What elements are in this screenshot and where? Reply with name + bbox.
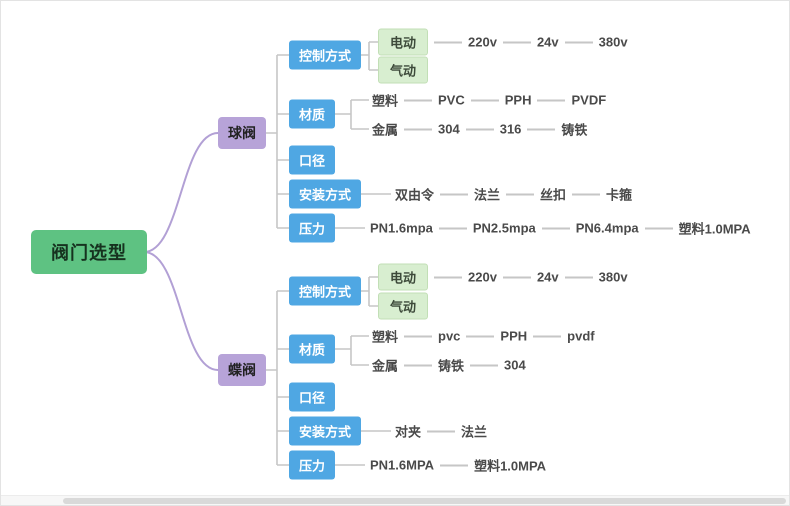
category-installation[interactable]: 安装方式 xyxy=(289,416,362,446)
leaf-node[interactable]: 塑料1.0MPA xyxy=(678,221,751,237)
leaf-node[interactable]: pvc xyxy=(438,328,461,344)
branch-butterfly-valve[interactable]: 蝶阀 xyxy=(218,354,266,386)
leaf-node[interactable]: 法兰 xyxy=(474,187,501,203)
node-metal[interactable]: 金属 xyxy=(372,122,399,138)
connector-line xyxy=(502,41,531,43)
connector-line xyxy=(564,41,593,43)
leaf-node[interactable]: PN1.6MPA xyxy=(370,457,435,473)
leaf-node[interactable]: PVC xyxy=(438,92,465,108)
connector-line xyxy=(465,128,494,130)
leaf-node[interactable]: pvdf xyxy=(567,328,595,344)
leaf-node[interactable]: 316 xyxy=(499,121,522,137)
leaf-node[interactable]: 220v xyxy=(468,34,497,50)
connector-line xyxy=(404,99,433,101)
leaf-node[interactable]: PVDF xyxy=(571,92,607,108)
chain-row: 塑料 PVC PPH PVDF xyxy=(372,91,606,110)
category-installation[interactable]: 安装方式 xyxy=(289,179,362,209)
leaf-node[interactable]: 塑料1.0MPA xyxy=(474,458,547,474)
connector-line xyxy=(434,41,463,43)
leaf-node[interactable]: 对夹 xyxy=(395,424,422,440)
category-diameter[interactable]: 口径 xyxy=(289,382,336,412)
chain-row: PN1.6MPA 塑料1.0MPA xyxy=(370,456,546,475)
connector-line xyxy=(440,193,469,195)
node-metal[interactable]: 金属 xyxy=(372,358,399,374)
chain-row: 气动 xyxy=(378,56,429,84)
leaf-node[interactable]: PN2.5mpa xyxy=(472,220,536,236)
leaf-node[interactable]: 24v xyxy=(536,34,559,50)
leaf-node[interactable]: 24v xyxy=(536,269,559,285)
connector-line xyxy=(470,99,499,101)
leaf-node[interactable]: 铸铁 xyxy=(438,358,465,374)
chain-row: PN1.6mpa PN2.5mpa PN6.4mpa 塑料1.0MPA xyxy=(370,219,751,238)
node-pneumatic[interactable]: 气动 xyxy=(378,56,429,84)
horizontal-scrollbar-thumb[interactable] xyxy=(63,498,786,504)
leaf-node[interactable]: 220v xyxy=(468,269,497,285)
connector-line xyxy=(644,227,673,229)
node-plastic[interactable]: 塑料 xyxy=(372,329,399,345)
category-diameter[interactable]: 口径 xyxy=(289,145,336,175)
branch-ball-valve[interactable]: 球阀 xyxy=(218,117,266,149)
connector-line xyxy=(404,128,433,130)
node-plastic[interactable]: 塑料 xyxy=(372,93,399,109)
chain-row: 电动 220v 24v 380v xyxy=(378,28,628,56)
connector-line xyxy=(466,335,495,337)
connector-line xyxy=(438,227,467,229)
connector-line xyxy=(527,128,556,130)
leaf-node[interactable]: 法兰 xyxy=(461,424,488,440)
connector-line xyxy=(502,276,531,278)
connector-line xyxy=(537,99,566,101)
category-material[interactable]: 材质 xyxy=(289,334,336,364)
connector-line xyxy=(434,276,463,278)
connector-line xyxy=(541,227,570,229)
leaf-node[interactable]: 丝扣 xyxy=(540,187,567,203)
chain-row: 双由令 法兰 丝扣 卡箍 xyxy=(395,185,632,204)
chain-row: 金属 304 316 铸铁 xyxy=(372,120,587,139)
chain-row: 塑料 pvc PPH pvdf xyxy=(372,327,595,346)
leaf-node[interactable]: PPH xyxy=(504,92,532,108)
leaf-node[interactable]: 双由令 xyxy=(395,187,435,203)
node-pneumatic[interactable]: 气动 xyxy=(378,292,429,320)
leaf-node[interactable]: 304 xyxy=(438,121,460,137)
chain-row: 电动 220v 24v 380v xyxy=(378,263,628,291)
connector-line xyxy=(506,193,535,195)
node-electric[interactable]: 电动 xyxy=(378,28,429,56)
leaf-node[interactable]: 380v xyxy=(598,269,628,285)
leaf-node[interactable]: PPH xyxy=(500,328,528,344)
leaf-node[interactable]: 380v xyxy=(598,34,628,50)
chain-row: 金属 铸铁 304 xyxy=(372,356,526,375)
category-material[interactable]: 材质 xyxy=(289,99,336,129)
connector-line xyxy=(404,364,433,366)
root-node[interactable]: 阀门选型 xyxy=(31,230,147,274)
category-control-mode[interactable]: 控制方式 xyxy=(289,40,362,70)
connector-line xyxy=(533,335,562,337)
connector-line xyxy=(470,364,499,366)
leaf-node[interactable]: PN1.6mpa xyxy=(370,220,433,236)
category-control-mode[interactable]: 控制方式 xyxy=(289,276,362,306)
leaf-node[interactable]: 卡箍 xyxy=(606,187,633,203)
horizontal-scrollbar-track xyxy=(1,495,789,505)
leaf-node[interactable]: 304 xyxy=(504,357,526,373)
connector-line xyxy=(427,430,456,432)
connector-line xyxy=(572,193,601,195)
connector-line xyxy=(564,276,593,278)
category-pressure[interactable]: 压力 xyxy=(289,450,336,480)
category-pressure[interactable]: 压力 xyxy=(289,213,336,243)
chain-row: 气动 xyxy=(378,292,429,320)
connector-line xyxy=(440,464,469,466)
leaf-node[interactable]: PN6.4mpa xyxy=(575,220,639,236)
leaf-node[interactable]: 铸铁 xyxy=(561,122,588,138)
node-electric[interactable]: 电动 xyxy=(378,263,429,291)
chain-row: 对夹 法兰 xyxy=(395,422,487,441)
connector-line xyxy=(404,335,433,337)
